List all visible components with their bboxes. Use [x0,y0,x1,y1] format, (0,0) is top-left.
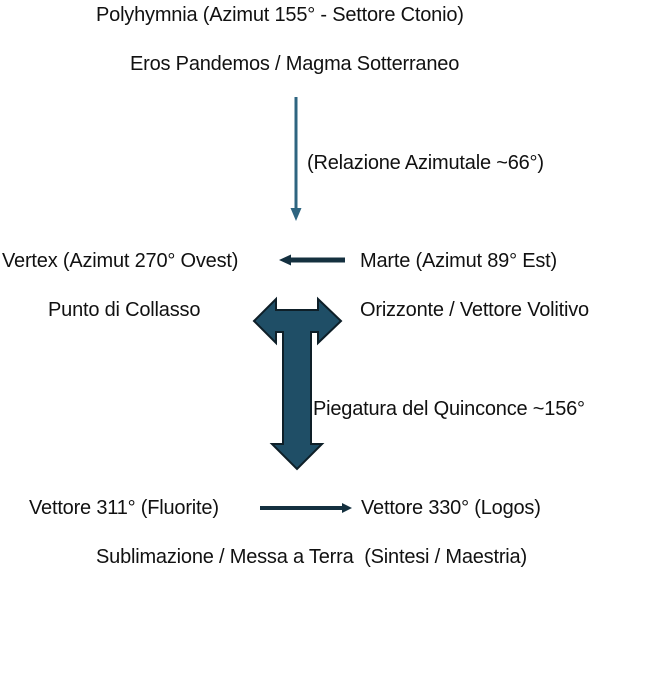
marte-label: Marte (Azimut 89° Est) [360,250,557,272]
vertical-relation-arrow [290,97,302,221]
horizon-volitive-vector-label: Orizzonte / Vettore Volitivo [360,299,589,321]
collapse-point-label: Punto di Collasso [48,299,201,321]
sublimation-label: Sublimazione / Messa a Terra (Sintesi / … [96,546,527,568]
marte-to-vertex-arrow [279,254,345,266]
polyhymnia-label: Polyhymnia (Azimut 155° - Settore Ctonio… [96,4,464,26]
vector-330-label: Vettore 330° (Logos) [361,497,541,519]
vertex-label: Vertex (Azimut 270° Ovest) [2,250,239,272]
quincunx-fold-arrow [252,296,343,471]
vector-311-to-330-arrow [260,503,352,513]
vector-311-label: Vettore 311° (Fluorite) [29,497,219,519]
eros-pandemos-label: Eros Pandemos / Magma Sotterraneo [130,53,460,75]
azimuthal-relation-label: (Relazione Azimutale ~66°) [307,152,544,174]
quincunx-fold-label: Piegatura del Quinconce ~156° [313,398,585,420]
